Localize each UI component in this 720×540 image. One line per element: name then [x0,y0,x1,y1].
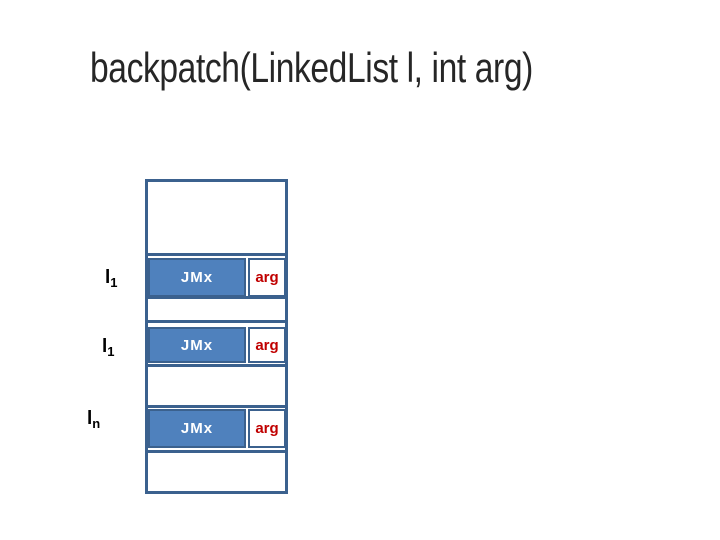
row-label-l1b: l1 [102,337,115,358]
row-label-subscript: 1 [110,275,118,290]
jmx-instruction-cell: JMx [148,327,246,363]
row-label-l1: l1 [105,268,118,289]
memory-section-gap-2 [145,364,288,408]
row-label-base: l [87,408,93,429]
jmx-instruction-cell: JMx [148,258,246,297]
arg-operand-cell: arg [248,327,286,363]
row-label-base: l [102,336,108,357]
slide-title: backpatch(LinkedList l, int arg) [90,44,533,91]
memory-section-top-empty [145,179,288,256]
jmx-instruction-cell: JMx [148,409,246,448]
arg-operand-cell: arg [248,409,286,448]
row-label-base: l [105,267,111,288]
row-label-subscript: n [92,416,101,431]
row-label-ln: ln [87,409,100,430]
row-label-subscript: 1 [107,344,115,359]
memory-section-gap-1 [145,296,288,323]
memory-section-bottom-empty [145,450,288,494]
arg-operand-cell: arg [248,258,286,297]
